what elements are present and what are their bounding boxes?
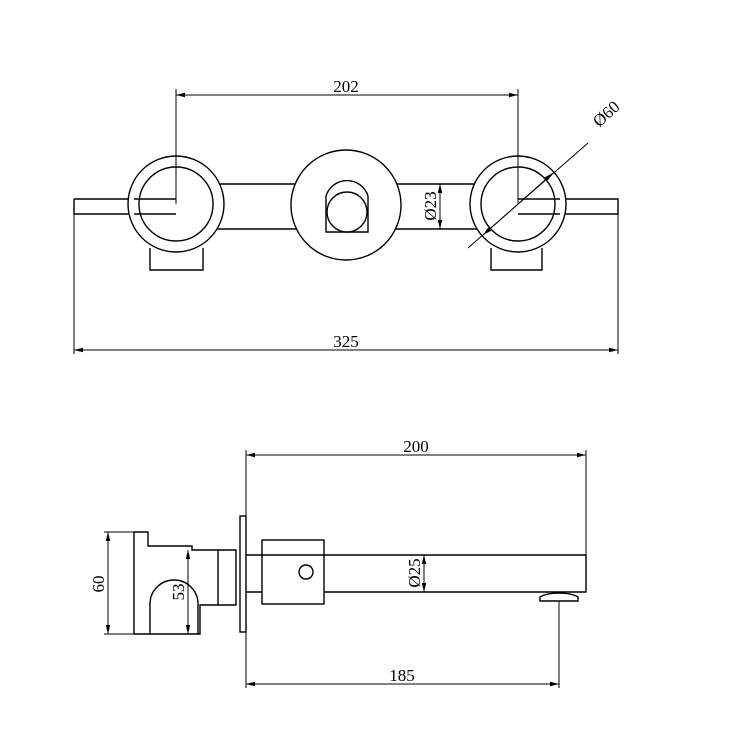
dim-wall-to-outlet: 185 [245,601,560,688]
top-view: 202 Ø60 Ø23 325 [73,77,624,354]
dim-wall-to-outlet-label: 185 [389,666,415,685]
dim-spout-length: 200 [245,437,587,555]
spout-tube [246,554,587,593]
grub-screw [298,564,314,580]
spout-sleeve [261,539,325,605]
mixer-outlet-arch [149,579,199,634]
spout-outlet [539,592,579,602]
dim-spout-diameter: Ø25 [405,555,427,592]
spout-hub [290,149,402,261]
dim-inner-height-label: 53 [169,584,188,601]
dim-spout-length-label: 200 [403,437,429,456]
dim-body-diameter-label: Ø23 [421,191,440,220]
right-stop [490,248,543,271]
dim-overall-width: 325 [73,214,619,354]
dim-spout-diameter-label: Ø25 [405,558,424,587]
left-stop [149,248,204,271]
dim-handle-diameter-label: Ø60 [589,97,623,131]
dim-body-height-label: 60 [89,576,108,593]
dim-body-height: 60 [89,531,134,635]
dim-body-diameter: Ø23 [421,184,443,229]
side-view: 200 Ø25 60 53 185 [89,437,587,688]
mixer-neck [218,549,237,606]
mixer-body [133,531,219,635]
dim-inner-height: 53 [169,550,191,634]
dim-overall-width-label: 325 [333,332,359,351]
dim-handle-spacing-label: 202 [333,77,359,96]
wall-flange [239,515,247,633]
